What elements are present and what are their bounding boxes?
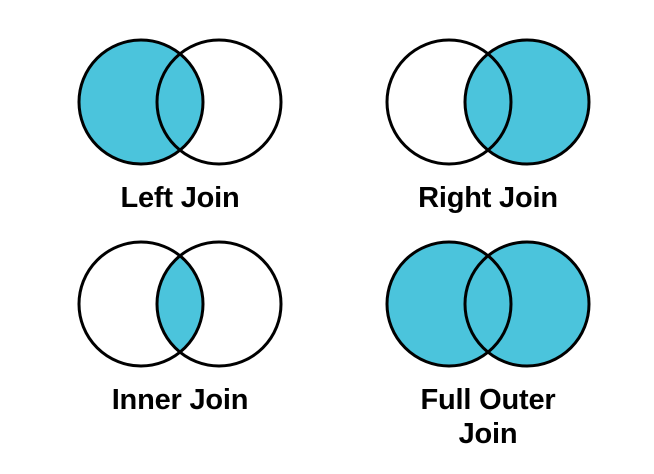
venn-left-join	[77, 38, 283, 166]
caption-left-join: Left Join	[120, 182, 240, 214]
left-circle-outline	[385, 240, 513, 368]
caption-full-outer-join: Full Outer Join	[420, 384, 556, 450]
left-circle-outline	[385, 38, 513, 166]
overlap-fill	[157, 40, 203, 164]
right-circle-outline	[155, 240, 283, 368]
venn-right-join	[385, 38, 591, 166]
overlap-fill	[465, 40, 511, 164]
overlap-fill	[157, 242, 203, 366]
right-circle-outline	[463, 240, 591, 368]
diagram-left-join: Left Join	[60, 34, 300, 216]
diagram-right-join: Right Join	[368, 34, 608, 216]
venn-inner-join	[77, 240, 283, 368]
venn-full-outer-join	[385, 240, 591, 368]
right-circle-fill	[465, 242, 589, 366]
right-circle-outline	[463, 38, 591, 166]
right-circle-outline	[155, 38, 283, 166]
caption-inner-join: Inner Join	[111, 384, 249, 416]
left-circle-outline	[77, 240, 205, 368]
diagram-full-outer-join: Full Outer Join	[368, 236, 608, 452]
caption-right-join: Right Join	[418, 182, 558, 214]
left-circle-outline	[77, 38, 205, 166]
diagram-inner-join: Inner Join	[60, 236, 300, 418]
